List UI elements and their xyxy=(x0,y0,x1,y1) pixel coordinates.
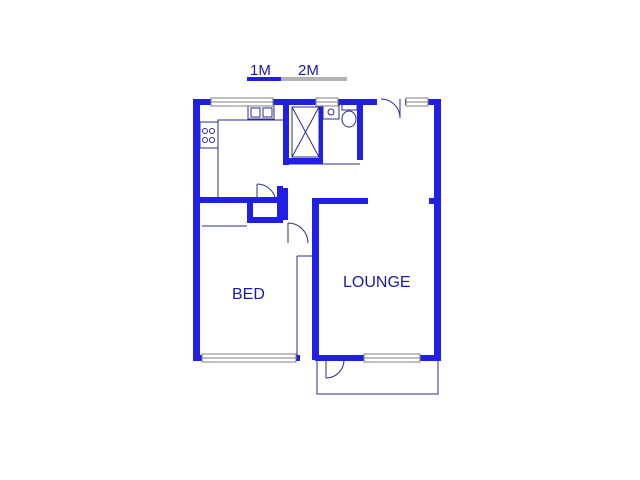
kitchen-counter xyxy=(217,119,285,197)
windows xyxy=(201,97,429,363)
room-label-lounge: LOUNGE xyxy=(343,274,411,291)
stove xyxy=(199,121,219,149)
burner xyxy=(209,128,215,134)
walls xyxy=(193,99,441,361)
burner xyxy=(209,137,215,143)
wall-right-stub xyxy=(429,198,434,204)
scale-label-2m: 2M xyxy=(298,62,319,79)
wall-bath-bottom xyxy=(283,158,323,164)
balcony-outline xyxy=(316,360,439,395)
scale-bar-light xyxy=(281,77,347,81)
bathroom-fixtures xyxy=(291,103,358,158)
sink-icon xyxy=(247,105,275,120)
window-bathroom xyxy=(315,97,339,107)
toilet-bowl-icon xyxy=(341,110,357,128)
wall-bath-right xyxy=(357,99,363,160)
window-kitchen xyxy=(210,97,274,107)
wall-bath-mid xyxy=(319,99,323,164)
wall-left xyxy=(193,99,200,361)
burner xyxy=(202,137,208,143)
window-bed xyxy=(201,353,297,363)
wall-kitchen-right-stub xyxy=(283,188,288,220)
wall-right xyxy=(434,99,441,361)
room-label-bed: BED xyxy=(232,286,265,303)
wall-closet-bottom xyxy=(247,217,283,223)
wall-bed-lounge xyxy=(312,198,319,360)
thin-lines xyxy=(199,119,439,395)
wall-bath-left xyxy=(283,99,289,165)
window-lounge xyxy=(363,353,421,363)
wall-closet xyxy=(247,197,253,223)
scale-label-1m: 1M xyxy=(250,62,271,79)
stove-burners xyxy=(202,128,215,143)
burner xyxy=(202,128,208,134)
basin-icon xyxy=(322,104,340,120)
wall-kitchen-right xyxy=(277,186,283,223)
scale-bar: 1M 2M xyxy=(247,62,347,81)
scale-bar-dark xyxy=(247,77,281,81)
window-entrance xyxy=(405,97,429,107)
wall-lounge-top xyxy=(312,198,368,204)
wall-kitchen-bed xyxy=(193,197,283,203)
doors xyxy=(256,98,401,379)
